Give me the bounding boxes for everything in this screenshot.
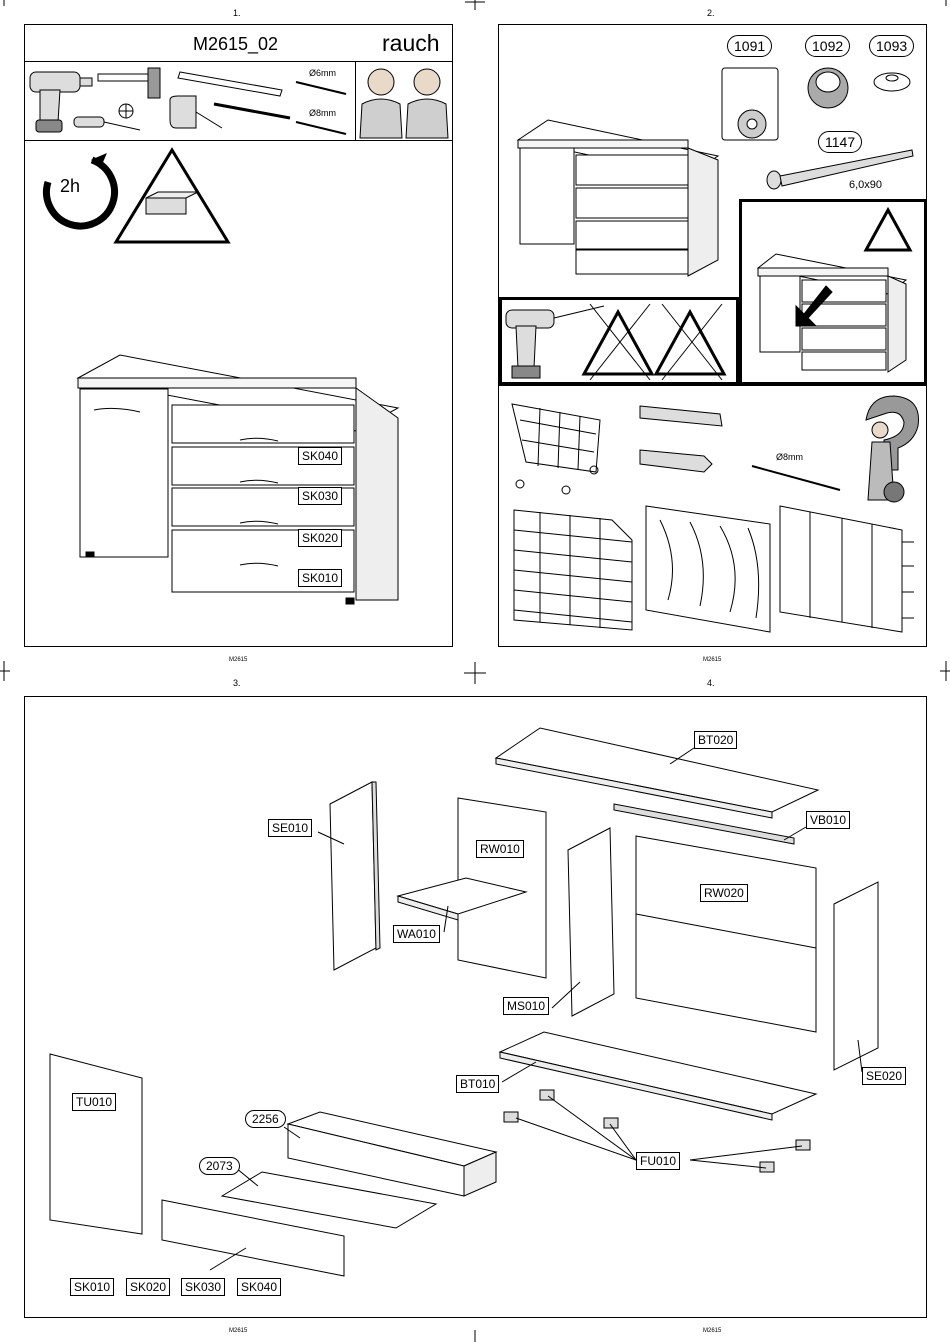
label-se010: SE010 — [268, 819, 312, 837]
label-rw020: RW020 — [700, 884, 748, 902]
label-sk030: SK030 — [181, 1278, 225, 1296]
oval-2256: 2256 — [245, 1110, 286, 1128]
side-panel-left — [330, 782, 376, 970]
label-rw010: RW010 — [476, 840, 524, 858]
label-ms010: MS010 — [503, 997, 549, 1015]
back-panel-large — [636, 836, 816, 1032]
label-sk040: SK040 — [237, 1278, 281, 1296]
label-se020: SE020 — [862, 1067, 906, 1085]
label-bt010: BT010 — [456, 1075, 499, 1093]
label-sk010: SK010 — [70, 1278, 114, 1296]
middle-panel — [568, 828, 614, 1016]
oval-2073: 2073 — [199, 1157, 240, 1175]
side-panel-right — [834, 882, 878, 1070]
label-wa010: WA010 — [393, 925, 440, 943]
door-panel — [50, 1054, 142, 1234]
label-fu010: FU010 — [636, 1152, 680, 1170]
bottom-panel — [500, 1032, 816, 1114]
label-sk020: SK020 — [126, 1278, 170, 1296]
label-tu010: TU010 — [72, 1093, 116, 1111]
label-bt020: BT020 — [694, 731, 737, 749]
label-vb010: VB010 — [806, 811, 850, 829]
